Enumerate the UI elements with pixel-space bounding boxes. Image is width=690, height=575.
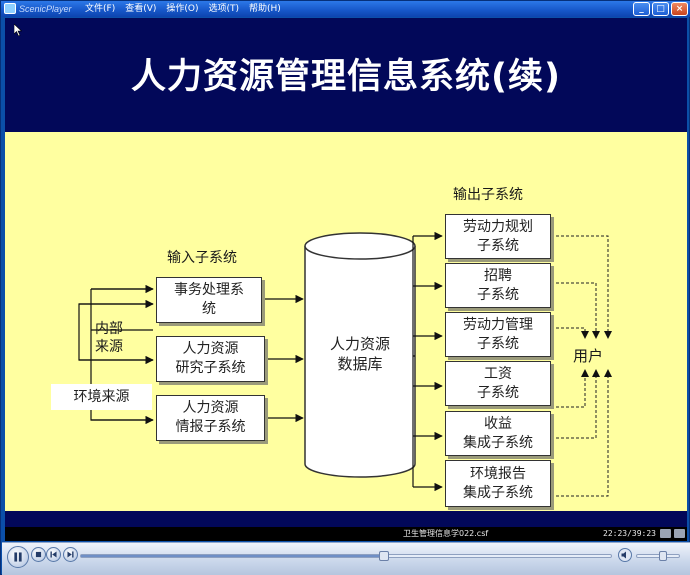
menu-help[interactable]: 帮助(H) xyxy=(249,4,281,14)
input-subsystem-heading: 输入子系统 xyxy=(167,250,237,266)
output-box-line: 工资 xyxy=(484,365,512,382)
minimize-button[interactable]: _ xyxy=(633,2,650,16)
output-box-line: 集成子系统 xyxy=(463,434,533,451)
database-label-line: 数据库 xyxy=(337,355,383,373)
output-box-line: 环境报告 xyxy=(470,465,526,482)
internal-source-line-1: 内部 xyxy=(95,321,123,337)
output-box-line: 子系统 xyxy=(477,335,519,352)
volume-thumb[interactable] xyxy=(659,551,668,561)
player-controls xyxy=(2,542,690,575)
input-box-research: 人力资源 研究子系统 xyxy=(156,336,265,382)
menu-bar: 文件(F) 查看(V) 操作(O) 选项(T) 帮助(H) xyxy=(85,2,281,16)
pause-button[interactable] xyxy=(7,546,29,568)
menu-operate[interactable]: 操作(O) xyxy=(166,4,199,14)
input-box-line: 人力资源 xyxy=(182,341,239,357)
next-icon xyxy=(67,551,74,558)
input-box-line: 事务处理系 xyxy=(174,282,244,298)
output-box-line: 收益 xyxy=(484,415,512,432)
mouse-pointer-icon xyxy=(14,24,22,36)
volume-slider[interactable] xyxy=(636,551,680,561)
slide-footer xyxy=(5,511,687,527)
fullscreen-icon[interactable] xyxy=(674,529,685,538)
next-button[interactable] xyxy=(63,547,78,562)
close-button[interactable]: × xyxy=(671,2,688,16)
playback-time: 22:23/39:23 xyxy=(603,529,656,538)
input-box-intelligence: 人力资源 情报子系统 xyxy=(156,395,265,441)
previous-button[interactable] xyxy=(46,547,61,562)
window-controls: _ □ × xyxy=(633,2,688,16)
output-box-recruitment: 招聘 子系统 xyxy=(445,263,551,308)
status-bar: 卫生管理信息学022.csf 22:23/39:23 xyxy=(5,527,687,541)
output-box-workforce-management: 劳动力管理 子系统 xyxy=(445,312,551,357)
speaker-icon[interactable] xyxy=(618,548,632,562)
previous-icon xyxy=(50,551,57,558)
internal-source-line-2: 来源 xyxy=(95,339,123,355)
seek-thumb[interactable] xyxy=(379,551,390,561)
output-box-line: 劳动力管理 xyxy=(463,316,533,333)
output-box-benefits: 收益 集成子系统 xyxy=(445,411,551,456)
menu-view[interactable]: 查看(V) xyxy=(125,4,157,14)
stop-icon xyxy=(35,551,42,558)
input-box-transaction: 事务处理系 统 xyxy=(156,277,262,323)
slide-title: 人力资源管理信息系统(续) xyxy=(131,57,561,97)
app-icon xyxy=(4,3,16,14)
output-box-line: 子系统 xyxy=(477,384,519,401)
output-box-payroll: 工资 子系统 xyxy=(445,361,551,406)
environment-source-label: 环境来源 xyxy=(51,384,152,410)
menu-options[interactable]: 选项(T) xyxy=(208,4,240,14)
stop-button[interactable] xyxy=(31,547,46,562)
menu-file[interactable]: 文件(F) xyxy=(85,4,116,14)
database-cylinder xyxy=(304,232,416,478)
screen-icon[interactable] xyxy=(660,529,671,538)
diagram-connectors xyxy=(78,231,612,497)
seek-bar[interactable] xyxy=(80,551,612,561)
input-box-line: 人力资源 xyxy=(182,400,239,416)
app-name: ScenicPlayer xyxy=(19,4,72,14)
pause-icon xyxy=(14,552,22,562)
maximize-button[interactable]: □ xyxy=(652,2,669,16)
output-box-workforce-planning: 劳动力规划 子系统 xyxy=(445,214,551,259)
output-box-environment-report: 环境报告 集成子系统 xyxy=(445,460,551,507)
file-name: 卫生管理信息学022.csf xyxy=(403,529,489,538)
output-subsystem-heading: 输出子系统 xyxy=(453,187,523,203)
seek-progress xyxy=(81,555,384,557)
database-label: 人力资源 数据库 xyxy=(305,334,415,374)
input-box-line: 统 xyxy=(202,301,216,317)
output-box-line: 劳动力规划 xyxy=(463,218,533,235)
output-box-line: 集成子系统 xyxy=(463,484,533,501)
output-box-line: 招聘 xyxy=(484,267,512,284)
input-box-line: 研究子系统 xyxy=(175,360,246,376)
slide-view[interactable]: 人力资源管理信息系统(续) xyxy=(5,18,687,527)
input-box-line: 情报子系统 xyxy=(175,419,246,435)
slide-header: 人力资源管理信息系统(续) xyxy=(5,18,687,132)
user-label: 用户 xyxy=(573,347,604,365)
output-box-line: 子系统 xyxy=(477,286,519,303)
title-bar[interactable]: ScenicPlayer 文件(F) 查看(V) 操作(O) 选项(T) 帮助(… xyxy=(1,1,690,17)
output-box-line: 子系统 xyxy=(477,237,519,254)
database-label-line: 人力资源 xyxy=(329,335,390,353)
